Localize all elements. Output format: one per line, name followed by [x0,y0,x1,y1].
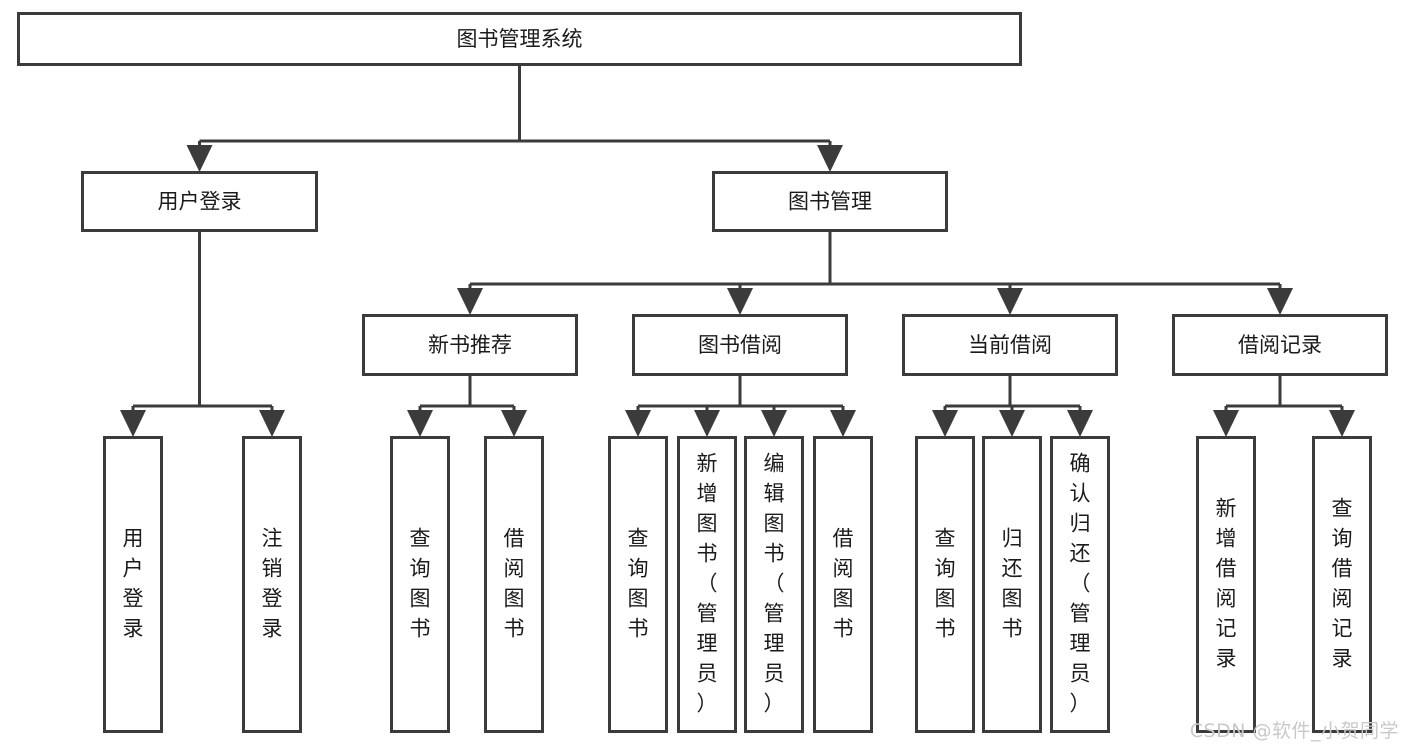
node-box [677,436,737,733]
node-box [632,314,848,376]
node-box [608,436,668,733]
nodes-layer: 图书管理系统用户登录图书管理新书推荐图书借阅当前借阅借阅记录用户登录注销登录查询… [17,12,1388,733]
node-label: 查询借阅记录 [1332,497,1353,671]
node-box [902,314,1118,376]
node-label: 图书借阅 [698,333,782,357]
node-label: 查询图书 [410,527,431,641]
node-leaf-query-borrow-record[interactable]: 查询借阅记录 [1312,436,1372,733]
node-label: 当前借阅 [968,333,1052,357]
connector-arrowhead [501,410,527,437]
connector-arrowhead [997,288,1023,315]
node-box [103,436,163,733]
node-book-manage[interactable]: 图书管理 [712,171,948,232]
node-box [1172,314,1388,376]
connector-arrowhead [407,410,433,437]
node-root[interactable]: 图书管理系统 [17,12,1022,66]
node-label: 查询图书 [628,527,649,641]
node-leaf-add-book[interactable]: 新增图书（管理员） [677,436,737,733]
node-label: 借阅图书 [504,527,525,641]
node-label: 用户登录 [123,527,144,641]
node-box [17,12,1022,66]
node-label: 确认归还（管理员） [1070,452,1091,716]
connector-arrowhead [1267,288,1293,315]
node-box [982,436,1042,733]
connector-arrowhead [186,145,213,172]
node-book-borrow[interactable]: 图书借阅 [632,314,848,376]
connector-arrowhead [999,410,1025,437]
node-box [390,436,450,733]
node-label: 图书管理 [788,190,872,214]
node-label: 新书推荐 [428,333,512,357]
connector-arrowhead [120,410,146,437]
connectors-layer [120,66,1355,437]
node-leaf-add-borrow-record[interactable]: 新增借阅记录 [1196,436,1256,733]
node-label: 注销登录 [262,527,283,641]
node-leaf-logout[interactable]: 注销登录 [242,436,302,733]
node-box [1050,436,1110,733]
node-leaf-user-login[interactable]: 用户登录 [103,436,163,733]
connector-arrowhead [727,288,753,315]
node-user-login[interactable]: 用户登录 [81,171,318,232]
node-leaf-query-book-2[interactable]: 查询图书 [608,436,668,733]
node-box [242,436,302,733]
node-label: 归还图书 [1002,527,1023,641]
node-box [915,436,975,733]
node-box [813,436,873,733]
connector-arrowhead [259,410,285,437]
node-leaf-edit-book[interactable]: 编辑图书（管理员） [744,436,804,733]
connector-arrowhead [761,410,787,437]
node-leaf-confirm-return[interactable]: 确认归还（管理员） [1050,436,1110,733]
connector-arrowhead [932,410,958,437]
node-label: 新增借阅记录 [1216,497,1237,671]
node-label: 用户登录 [158,190,242,214]
node-label: 编辑图书（管理员） [764,452,785,716]
node-box [362,314,578,376]
connector-arrowhead [817,145,843,172]
node-label: 图书管理系统 [457,27,583,51]
node-label: 查询图书 [935,527,956,641]
node-leaf-borrow-book-2[interactable]: 借阅图书 [813,436,873,733]
connector-arrowhead [694,410,720,437]
node-box [81,171,318,232]
node-leaf-borrow-book-1[interactable]: 借阅图书 [484,436,544,733]
node-current-borrow[interactable]: 当前借阅 [902,314,1118,376]
connector-arrowhead [830,410,856,437]
node-new-book-recommend[interactable]: 新书推荐 [362,314,578,376]
connector-arrowhead [1213,410,1239,437]
node-leaf-query-book-1[interactable]: 查询图书 [390,436,450,733]
node-box [1312,436,1372,733]
connector-arrowhead [457,288,483,315]
connector-arrowhead [625,410,651,437]
node-box [744,436,804,733]
csdn-watermark: CSDN @软件_小贺同学 [1189,720,1399,742]
connector-arrowhead [1067,410,1093,437]
node-label: 借阅图书 [833,527,854,641]
node-box [712,171,948,232]
node-leaf-query-book-3[interactable]: 查询图书 [915,436,975,733]
node-borrow-record[interactable]: 借阅记录 [1172,314,1388,376]
node-box [484,436,544,733]
connector-arrowhead [1329,410,1355,437]
node-label: 新增图书（管理员） [697,452,718,716]
node-label: 借阅记录 [1238,333,1322,357]
node-leaf-return-book[interactable]: 归还图书 [982,436,1042,733]
node-box [1196,436,1256,733]
